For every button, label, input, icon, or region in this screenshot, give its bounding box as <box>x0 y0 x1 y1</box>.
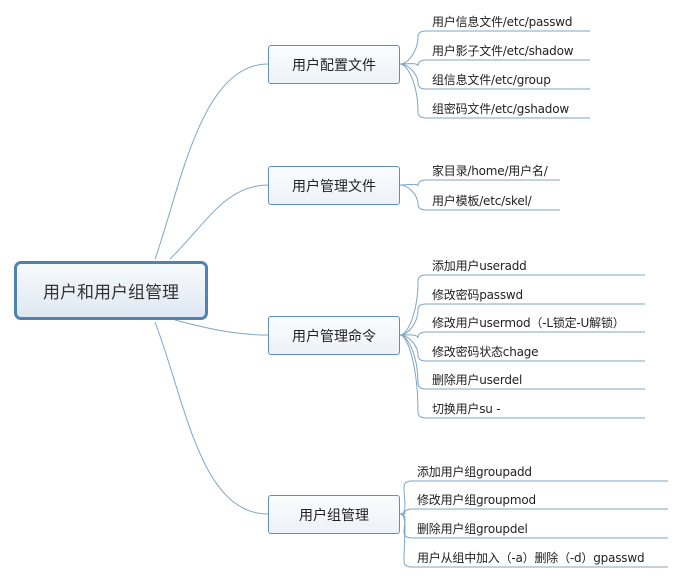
connector-branch-leaf <box>399 179 560 187</box>
connector-branch-leaf <box>399 30 590 65</box>
connector-branch-leaf <box>399 334 645 390</box>
connector-branch-leaf <box>399 331 645 339</box>
leaf-item: 组密码文件/etc/gshadow <box>432 102 569 116</box>
leaf-item: 添加用户组groupadd <box>417 465 532 479</box>
branch-node-group-management[interactable]: 用户组管理 <box>268 495 400 534</box>
leaf-item: 删除用户userdel <box>432 373 523 387</box>
connector-branch-leaf <box>399 303 645 336</box>
branch-node-label: 用户管理文件 <box>292 178 376 195</box>
leaf-item: 用户从组中加入（-a）删除（-d）gpasswd <box>417 551 645 565</box>
connector-root-branch <box>169 184 269 260</box>
connector-branch-leaf <box>399 63 590 119</box>
root-node-label: 用户和用户组管理 <box>43 283 179 303</box>
connector-branch-leaf <box>399 274 645 336</box>
branch-node-label: 用户配置文件 <box>292 57 376 74</box>
connector-branch-leaf <box>399 480 668 515</box>
leaf-item: 家目录/home/用户名/ <box>432 164 548 178</box>
leaf-item: 修改密码状态chage <box>432 345 539 359</box>
root-node[interactable]: 用户和用户组管理 <box>14 261 208 320</box>
leaf-item: 删除用户组groupdel <box>417 522 528 536</box>
branch-node-user-management-files[interactable]: 用户管理文件 <box>268 166 400 205</box>
leaf-item: 添加用户useradd <box>432 259 527 273</box>
branch-node-label: 用户管理命令 <box>292 328 376 345</box>
connector-branch-leaf <box>399 513 668 568</box>
connector-root-branch <box>174 319 269 336</box>
connector-branch-leaf <box>399 59 590 67</box>
leaf-item: 用户信息文件/etc/passwd <box>432 15 573 29</box>
connector-root-branch <box>154 63 269 260</box>
leaf-item: 组信息文件/etc/group <box>432 73 551 87</box>
connector-branch-leaf <box>399 508 668 516</box>
connector-branch-leaf <box>399 513 668 539</box>
leaf-item: 修改密码passwd <box>432 288 523 302</box>
leaf-item: 用户模板/etc/skel/ <box>432 194 532 208</box>
connector-root-branch <box>154 321 269 515</box>
branch-node-user-config-files[interactable]: 用户配置文件 <box>268 45 400 84</box>
leaf-item: 修改用户usermod（-L锁定-U解锁） <box>432 316 625 330</box>
connector-branch-leaf <box>399 63 590 90</box>
branch-node-label: 用户组管理 <box>299 507 369 524</box>
leaf-item: 切换用户su - <box>432 402 501 416</box>
leaf-item: 修改用户组groupmod <box>417 493 536 507</box>
branch-node-user-management-commands[interactable]: 用户管理命令 <box>268 316 400 355</box>
connector-branch-leaf <box>399 184 560 211</box>
connector-branch-leaf <box>399 334 645 362</box>
connector-branch-leaf <box>399 334 645 419</box>
leaf-item: 用户影子文件/etc/shadow <box>432 44 574 58</box>
